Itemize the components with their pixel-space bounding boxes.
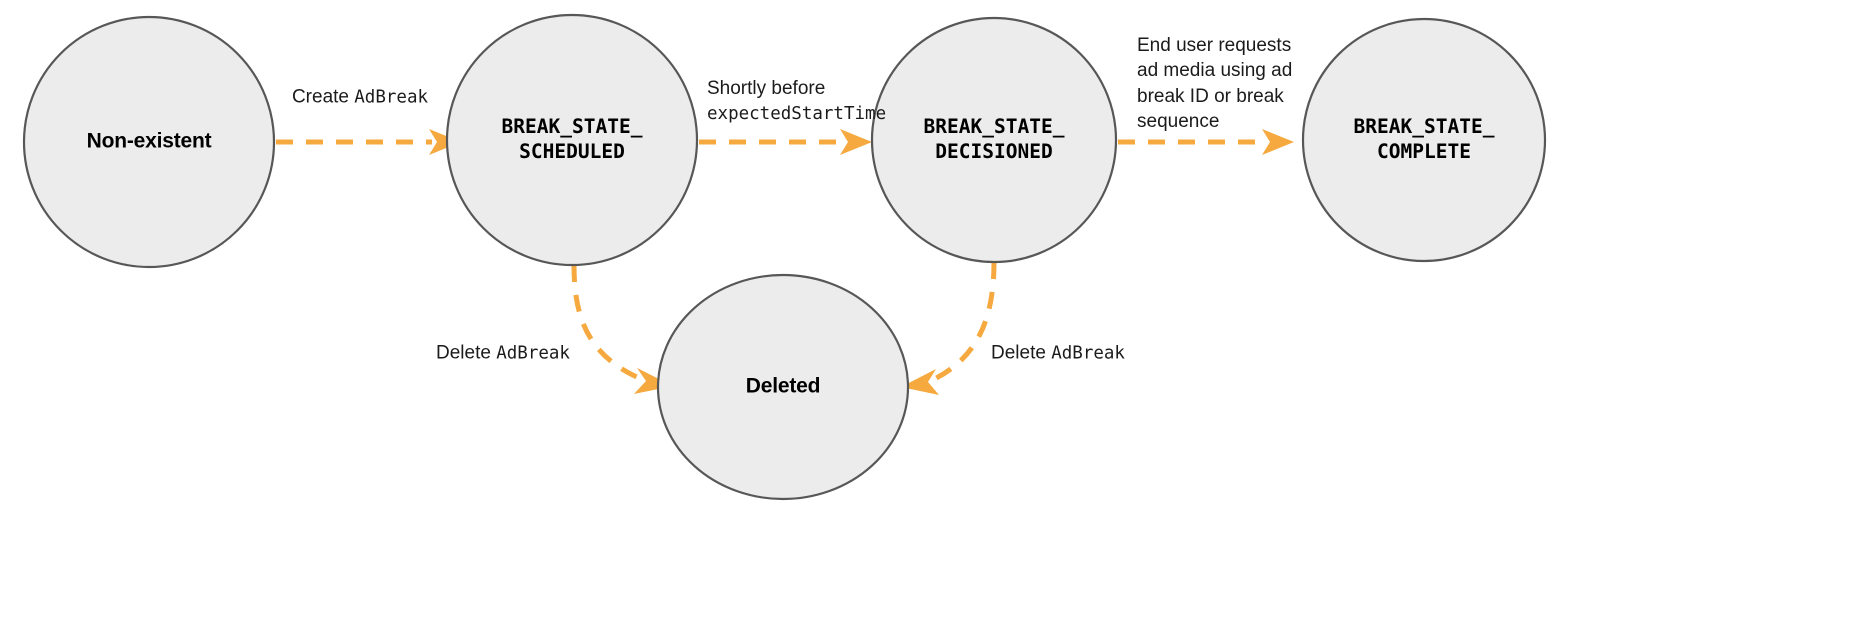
edge-create-adbreak xyxy=(276,129,461,155)
edge-label-delete-adbreak-from-scheduled: Delete AdBreak xyxy=(436,342,570,364)
edge-delete-from-decisioned-arrowhead xyxy=(901,369,939,395)
edge-create-adbreak-arrowhead xyxy=(429,129,461,155)
state-node-break-state-decisioned[interactable] xyxy=(870,16,1118,264)
edge-shortly-before-arrowhead xyxy=(840,129,872,155)
edge-end-user-requests xyxy=(1118,129,1294,155)
edge-end-user-requests-arrowhead xyxy=(1262,129,1294,155)
edge-delete-from-scheduled-line xyxy=(571,264,647,384)
state-node-break-state-complete[interactable] xyxy=(1301,17,1547,263)
edge-shortly-before xyxy=(699,129,872,155)
edge-label-delete-adbreak-from-decisioned: Delete AdBreak xyxy=(991,342,1125,364)
edge-label-create-adbreak: Create AdBreak xyxy=(291,86,429,108)
edge-label-end-user-requests-ad-media: End user requests ad media using ad brea… xyxy=(1137,35,1293,132)
state-node-break-state-scheduled[interactable] xyxy=(445,13,699,267)
edge-delete-from-decisioned xyxy=(901,261,997,395)
state-node-non-existent[interactable] xyxy=(22,15,276,269)
state-node-deleted[interactable] xyxy=(656,273,910,501)
edge-delete-from-decisioned-line xyxy=(926,261,997,385)
